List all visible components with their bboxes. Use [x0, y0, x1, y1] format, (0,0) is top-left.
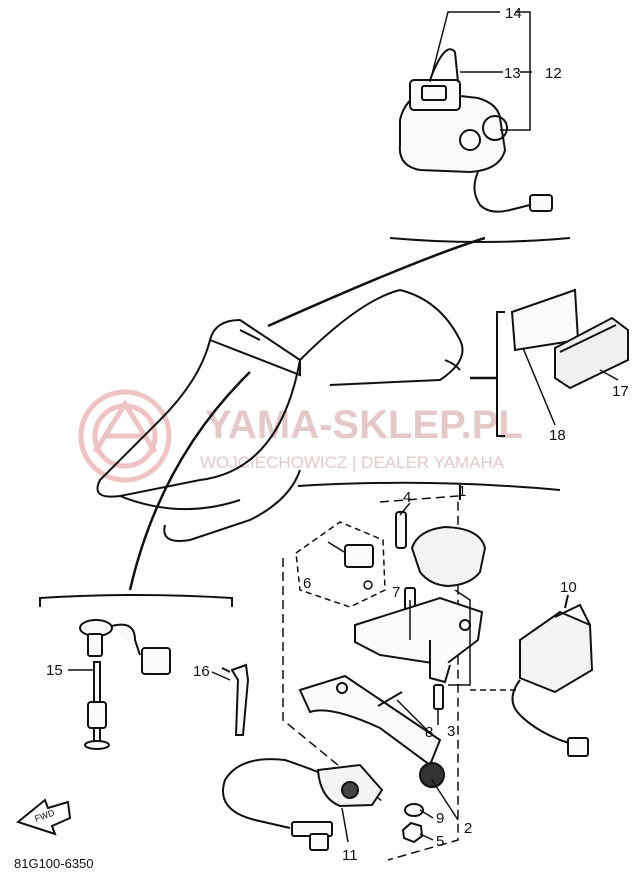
callout-leaders-main — [341, 502, 471, 843]
washer-nut — [401, 803, 424, 844]
callout-11: 11 — [342, 847, 358, 864]
watermark-brand: YAMA-SKLEP.PL — [205, 403, 523, 447]
grip — [410, 525, 487, 588]
callout-leaders-left — [68, 669, 231, 681]
switch-assembly-top — [389, 48, 571, 243]
callout-18: 18 — [549, 427, 566, 444]
connector-lines — [128, 236, 497, 591]
callout-10: 10 — [560, 579, 577, 596]
left-bracket — [39, 594, 233, 607]
callout-15: 15 — [46, 662, 63, 679]
callout-2: 2 — [464, 820, 472, 837]
callout-6: 6 — [303, 575, 311, 592]
reflector-17 — [554, 316, 629, 390]
callout-leaders-right — [522, 347, 619, 426]
callout-7: 7 — [392, 584, 400, 601]
relay-10 — [470, 594, 594, 757]
watermark-logo — [78, 389, 172, 483]
callout-9: 9 — [436, 810, 444, 827]
callout-3: 3 — [447, 723, 455, 740]
watermark-dealer: WOJCIECHOWICZ | DEALER YAMAHA — [200, 453, 505, 472]
callout-13: 13 — [504, 65, 521, 82]
watermark: YAMA-SKLEP.PL WOJCIECHOWICZ | DEALER YAM… — [78, 389, 523, 483]
callout-leaders-top — [429, 11, 532, 131]
sensor-15 — [79, 619, 171, 750]
screw-4 — [395, 511, 407, 549]
diagram-code: 81G100-6350 — [14, 856, 94, 871]
lever-bracket — [354, 596, 484, 684]
callout-4: 4 — [403, 489, 411, 506]
callout-12: 12 — [545, 65, 562, 82]
brake-lever — [298, 674, 445, 788]
callout-8: 8 — [425, 724, 433, 741]
callout-1: 1 — [458, 483, 466, 500]
clamp-16 — [221, 663, 250, 736]
callout-5: 5 — [436, 833, 444, 850]
lever-assembly-frame — [282, 481, 561, 861]
fwd-arrow-icon: FWD — [15, 798, 72, 836]
reflector-bracket — [496, 311, 505, 437]
lever-switch-11 — [222, 758, 384, 851]
callout-16: 16 — [193, 663, 210, 680]
snowmobile-body — [96, 288, 464, 542]
callout-17: 17 — [612, 383, 629, 400]
callout-14: 14 — [505, 5, 522, 22]
switch-subgroup-6 — [295, 521, 386, 608]
